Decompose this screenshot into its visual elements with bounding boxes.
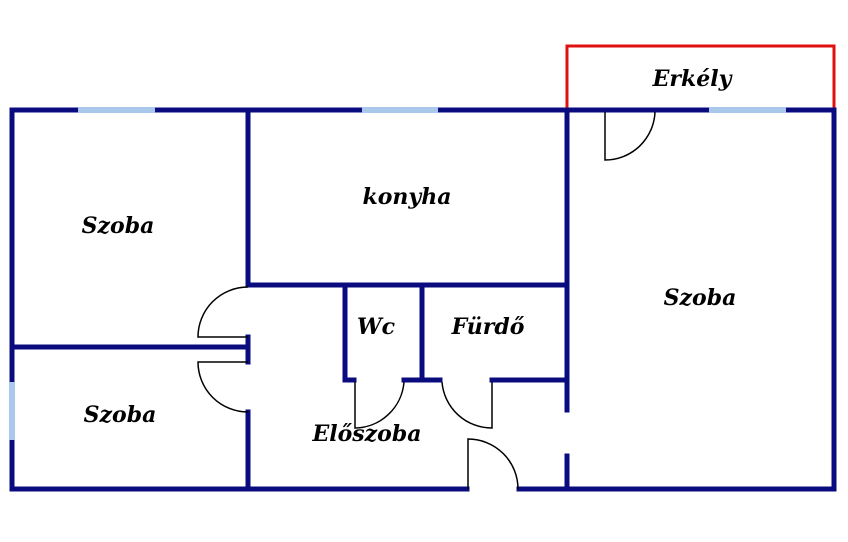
label-erkely: Erkély [652,66,734,92]
door-wc [354,381,405,429]
room-labels: Erkély konyha Szoba Szoba Szoba Wc Fürdő… [82,66,737,447]
label-eloszoba: Előszoba [312,421,422,447]
label-wc: Wc [357,314,396,340]
door-left-room-upper [197,286,249,338]
doors [197,111,656,490]
door-bathroom [441,381,493,429]
label-konyha: konyha [363,184,452,210]
label-szoba-bottom-left: Szoba [84,402,157,428]
door-balcony [604,111,656,161]
door-entrance [467,438,519,490]
label-szoba-right: Szoba [664,285,737,311]
label-szoba-top-left: Szoba [82,213,155,239]
door-left-room-lower [197,361,249,413]
label-furdo: Fürdő [451,314,525,340]
balcony-outline [565,44,836,108]
windows [9,107,786,440]
